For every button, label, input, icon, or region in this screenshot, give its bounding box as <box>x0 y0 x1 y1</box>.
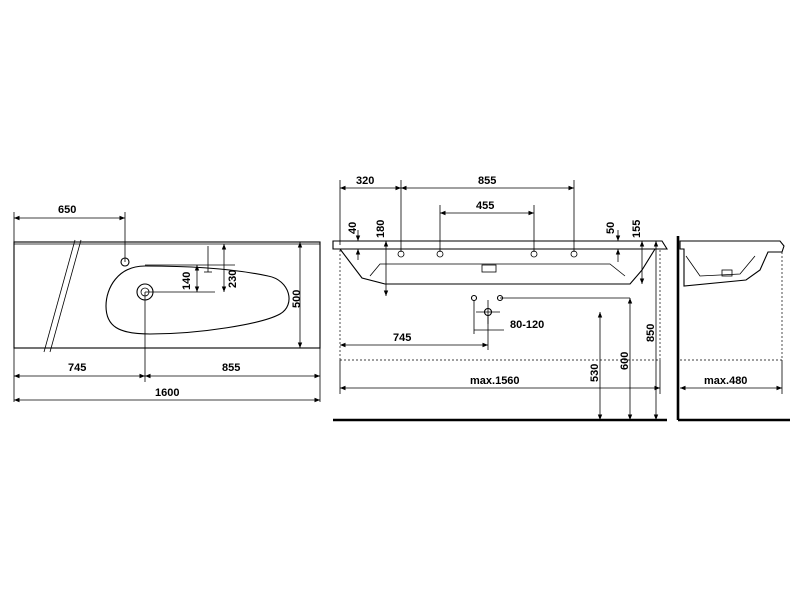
side-view: max.480 <box>676 236 790 422</box>
dim-80-120-label: 80-120 <box>510 319 544 331</box>
dim-320-label: 320 <box>356 175 374 187</box>
dim-850-label: 850 <box>645 324 657 342</box>
dim-855-plan-label: 855 <box>222 362 240 374</box>
dim-230-label: 230 <box>227 270 239 288</box>
dim-180-label: 180 <box>375 220 387 238</box>
dim-50-label: 50 <box>605 222 617 234</box>
basin-profile-side <box>679 240 785 287</box>
dim-745-front-label: 745 <box>393 332 411 344</box>
dim-600-label: 600 <box>619 352 631 370</box>
basin-body-front <box>339 248 656 285</box>
dim-40-label: 40 <box>347 222 359 234</box>
dim-155-label: 155 <box>631 220 643 238</box>
dim-855-front-label: 855 <box>478 175 496 187</box>
dim-max1560-label: max.1560 <box>470 375 520 387</box>
dim-455-label: 455 <box>476 200 494 212</box>
basin-rim-front <box>332 240 668 250</box>
dim-max480-label: max.480 <box>704 375 747 387</box>
basin-outline-plan <box>13 241 321 349</box>
dim-530-label: 530 <box>589 364 601 382</box>
front-view: 320 855 455 40 180 50 155 745 80-120 max… <box>332 175 668 422</box>
dim-500-label: 500 <box>291 290 303 308</box>
dim-650-label: 650 <box>58 204 76 216</box>
dim-1600-label: 1600 <box>155 387 179 399</box>
dim-140-label: 140 <box>181 272 193 290</box>
dim-745-plan-label: 745 <box>68 362 86 374</box>
bowl-outline-plan <box>105 265 290 335</box>
plan-view: 650 140 230 500 745 855 1600 <box>13 204 321 403</box>
